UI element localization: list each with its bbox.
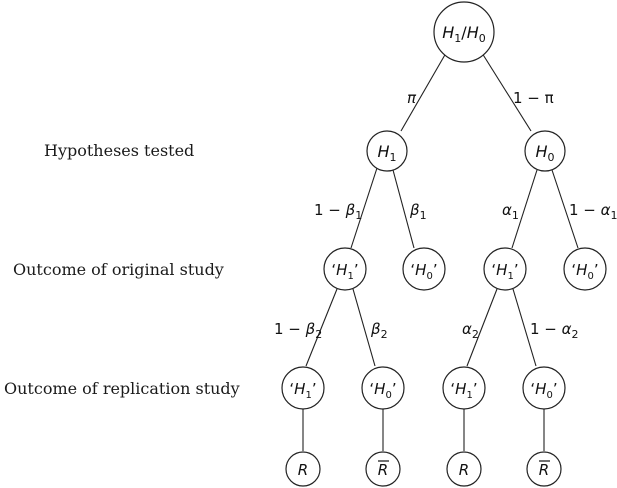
svg-text:H1/H0: H1/H0 xyxy=(442,23,485,45)
svg-text:R: R xyxy=(378,461,388,479)
svg-text:‘H0’: ‘H0’ xyxy=(571,261,598,282)
edge-label-one-minus-alpha2: 1 − α2 xyxy=(530,320,579,341)
edge-orig-h1b-rep-h0 xyxy=(512,288,537,367)
svg-text:‘H1’: ‘H1’ xyxy=(331,261,358,282)
edge-label-one-minus-pi-text: 1 − π xyxy=(513,89,554,107)
row-label-hypotheses: Hypotheses tested xyxy=(44,141,195,160)
edge-label-alpha2: α2 xyxy=(462,320,479,341)
node-not-replicated-right: R xyxy=(526,451,562,487)
edge-label-one-minus-beta1: 1 − β1 xyxy=(314,201,362,222)
edge-label-beta1: β1 xyxy=(409,201,427,222)
node-replicated-left: R xyxy=(285,451,321,487)
svg-text:‘H0’: ‘H0’ xyxy=(369,380,396,401)
edge-label-beta2: β2 xyxy=(370,320,388,341)
edge-label-one-minus-alpha1: 1 − α1 xyxy=(569,201,617,222)
node-replication-h0-right: ‘H0’ xyxy=(522,366,566,410)
row-label-replication-study: Outcome of replication study xyxy=(4,379,240,398)
edge-root-h1 xyxy=(400,52,447,132)
node-replicated-right: R xyxy=(446,451,482,487)
edge-h1-orig-h0 xyxy=(392,169,415,249)
edge-label-one-minus-beta2: 1 − β2 xyxy=(274,320,322,341)
node-h1: H1 xyxy=(366,130,408,172)
edge-orig-h1-rep-h1 xyxy=(305,288,338,367)
node-original-h0-left: ‘H0’ xyxy=(402,247,446,291)
svg-text:‘H1’: ‘H1’ xyxy=(450,380,477,401)
svg-text:‘H1’: ‘H1’ xyxy=(491,261,518,282)
svg-text:‘H1’: ‘H1’ xyxy=(289,380,316,401)
edge-root-h0 xyxy=(481,52,532,132)
node-original-h1-right: ‘H1’ xyxy=(483,247,527,291)
node-not-replicated-left: R xyxy=(365,451,401,487)
node-replication-h0-left: ‘H0’ xyxy=(361,366,405,410)
node-original-h1-left: ‘H1’ xyxy=(323,247,367,291)
edge-h1-orig-h1 xyxy=(350,167,378,249)
svg-text:R: R xyxy=(298,461,308,479)
svg-text:R: R xyxy=(459,461,469,479)
node-h0: H0 xyxy=(524,130,566,172)
svg-text:‘H0’: ‘H0’ xyxy=(410,261,437,282)
node-original-h0-right: ‘H0’ xyxy=(563,247,607,291)
node-root-h1-over-h0: H1/H0 xyxy=(433,1,495,63)
svg-text:H1: H1 xyxy=(377,142,396,164)
row-label-original-study: Outcome of original study xyxy=(13,260,224,279)
svg-text:‘H0’: ‘H0’ xyxy=(530,380,557,401)
edge-h0-orig-h1 xyxy=(511,169,538,249)
svg-text:H0: H0 xyxy=(535,142,554,164)
edge-label-one-minus-pi: 1 − π xyxy=(513,89,554,107)
svg-text:R: R xyxy=(539,461,549,479)
edge-h0-orig-h0 xyxy=(551,169,579,249)
edge-orig-h1b-rep-h1 xyxy=(466,288,498,367)
edge-label-pi: π xyxy=(407,89,417,107)
edge-orig-h1-rep-h0 xyxy=(352,288,376,367)
edge-label-alpha1: α1 xyxy=(502,201,519,222)
node-replication-h1-left: ‘H1’ xyxy=(281,366,325,410)
node-replication-h1-right: ‘H1’ xyxy=(442,366,486,410)
